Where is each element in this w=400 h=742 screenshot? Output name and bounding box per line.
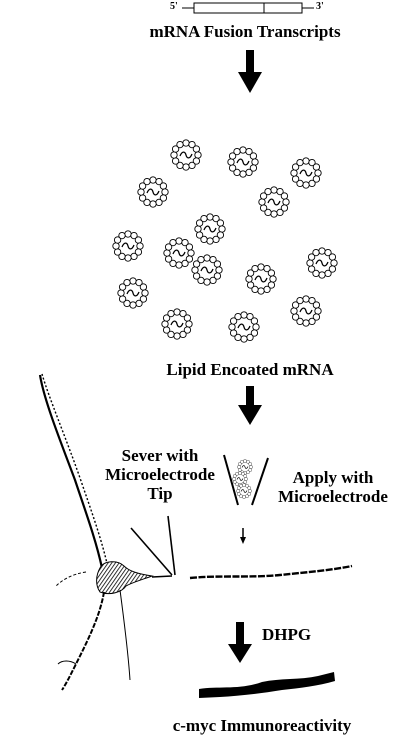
sever-label: Sever with Microelectrode Tip — [105, 446, 215, 503]
three-prime-label: 3' — [316, 1, 324, 12]
neuron — [38, 373, 173, 691]
arrow-to-vesicles — [238, 50, 262, 93]
treatment-label: DHPG — [262, 625, 312, 644]
severed-axon — [189, 564, 353, 580]
transcript-construct — [182, 2, 314, 14]
apply-microelectrode — [223, 454, 269, 506]
result-label: c-myc Immunoreactivity — [172, 716, 352, 735]
transcripts-label: mRNA Fusion Transcripts — [149, 22, 341, 41]
sever-label-line3: Tip — [147, 484, 173, 503]
apply-label-line1: Apply with — [292, 468, 374, 487]
apply-label: Apply with Microelectrode — [278, 468, 388, 506]
sever-label-line2: Microelectrode — [105, 465, 215, 484]
five-prime-label: 5' — [170, 1, 178, 12]
apply-label-line2: Microelectrode — [278, 487, 388, 506]
immunoreactivity-band — [199, 672, 335, 698]
arrow-small — [240, 528, 246, 544]
vesicles-label: Lipid Encoated mRNA — [166, 360, 334, 379]
sever-label-line1: Sever with — [121, 446, 199, 465]
severing-tip — [130, 515, 176, 576]
arrow-to-result — [228, 622, 252, 663]
arrow-to-application — [238, 386, 262, 425]
lipid-vesicles — [112, 139, 338, 343]
